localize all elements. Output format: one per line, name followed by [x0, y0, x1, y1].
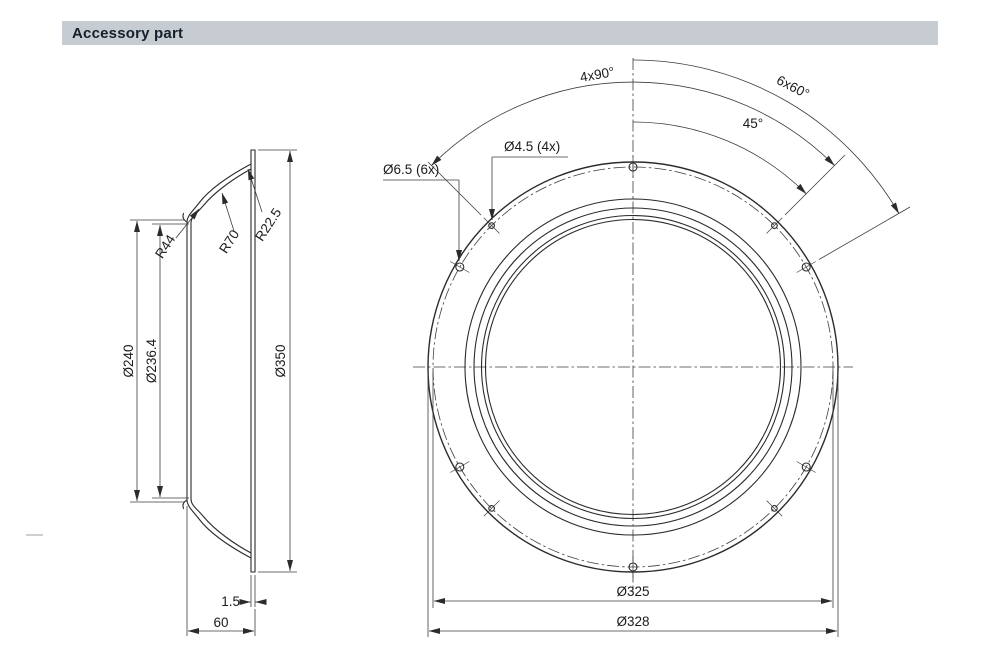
ext-line-30deg — [818, 206, 911, 260]
ext-line-45deg — [784, 154, 846, 216]
arc-6x60deg — [632, 59, 900, 214]
leader-r70 — [221, 192, 235, 232]
section-header-bar: Accessory part — [62, 21, 938, 45]
dim-label-dia350: Ø350 — [273, 344, 288, 377]
bell-bottom-outer-curve — [186, 500, 252, 559]
leader-r44 — [175, 208, 200, 239]
rim-curl-top — [182, 212, 188, 223]
ext-line-135deg — [427, 161, 482, 216]
dim-label-holes-6x: Ø6.5 (6x) — [383, 162, 439, 177]
dim-label-dia240: Ø240 — [121, 344, 136, 377]
bell-contour-circle-2 — [473, 207, 793, 527]
bell-top-outer-curve — [186, 163, 252, 222]
bell-contour-circle-1 — [464, 198, 802, 536]
section-title: Accessory part — [72, 24, 184, 42]
dim-label-r70: R70 — [216, 227, 242, 256]
dim-label-dia325: Ø325 — [616, 584, 649, 599]
side-view-labels: Ø350 Ø240 Ø236.4 R44 R70 R22.5 1.5 60 — [121, 205, 288, 630]
leader-r22-5 — [247, 168, 263, 213]
hole-6x — [801, 462, 811, 472]
front-view-centerlines — [413, 58, 853, 592]
dim-label-4x90: 4x90° — [579, 64, 616, 85]
hole-4x — [488, 222, 495, 229]
throat-outer-circle — [480, 214, 786, 520]
bell-top-inner-curve — [190, 168, 252, 224]
hole-4x — [771, 222, 778, 229]
dim-label-holes-4x: Ø4.5 (4x) — [504, 139, 560, 154]
hole-center-ticks — [450, 156, 816, 578]
mounting-holes-4x — [488, 222, 778, 512]
front-view-circles — [427, 161, 839, 573]
dim-label-thickness: 1.5 — [221, 594, 240, 609]
hole-6x — [455, 462, 465, 472]
bell-bottom-inner-curve — [190, 498, 252, 554]
side-view-outline — [182, 149, 256, 573]
dim-label-dia328: Ø328 — [616, 614, 649, 629]
dim-label-depth: 60 — [213, 615, 228, 630]
throat-inner-circle — [484, 218, 782, 516]
dim-label-45: 45° — [743, 116, 763, 131]
dim-label-r44: R44 — [152, 232, 178, 261]
front-view: Ø6.5 (6x) Ø4.5 (4x) 4x90° 6x60° 45° Ø325… — [383, 58, 911, 637]
arc-45deg — [632, 121, 807, 195]
hole-4x — [771, 505, 778, 512]
side-view-dimension-lines — [130, 149, 297, 636]
hole-4x — [488, 505, 495, 512]
arc-4x90deg — [431, 81, 835, 166]
side-view: Ø350 Ø240 Ø236.4 R44 R70 R22.5 1.5 60 — [121, 149, 297, 636]
dim-label-dia236-4: Ø236.4 — [144, 338, 159, 383]
hole-6x — [455, 262, 465, 272]
front-view-labels: Ø6.5 (6x) Ø4.5 (4x) 4x90° 6x60° 45° Ø325… — [383, 64, 812, 629]
front-view-dimension-lines — [383, 59, 911, 637]
hole-6x — [801, 262, 811, 272]
dim-label-r22-5: R22.5 — [252, 205, 284, 243]
rim-curl-bottom — [182, 499, 188, 510]
